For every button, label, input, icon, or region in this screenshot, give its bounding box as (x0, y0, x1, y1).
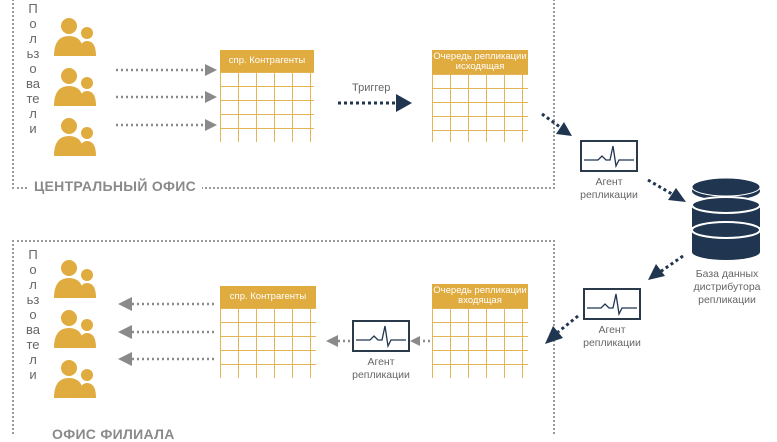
branch-agent-label-line1: Агент (367, 356, 395, 368)
central-contractors-table-grid (220, 72, 314, 142)
arrow-icon (205, 119, 217, 131)
database-label-line3: репликации (698, 294, 756, 306)
incoming-queue-title-line2: входящая (458, 295, 502, 306)
branch-users-label: Пользователи (26, 247, 40, 382)
user-group-icon (54, 310, 96, 348)
arrow-icon (668, 188, 686, 202)
incoming-queue-table-grid (432, 308, 528, 378)
arrow-icon (648, 264, 665, 280)
arrow-icon (545, 326, 563, 344)
arrow-icon (118, 297, 132, 311)
right-agent-label-line2: репликации (583, 337, 641, 349)
top-agent-label-line2: репликации (580, 189, 638, 201)
central-contractors-table-header: спр. Контрагенты (220, 50, 314, 72)
outgoing-queue-table-grid (432, 74, 528, 142)
user-group-icon (54, 68, 96, 106)
outgoing-queue-title-line1: Очередь репликации (433, 51, 527, 62)
arrow-icon (396, 94, 412, 112)
right-agent-label-line1: Агент (598, 324, 626, 336)
arrow-icon (118, 352, 132, 366)
user-group-icon (54, 360, 96, 398)
arrow-icon (410, 336, 420, 346)
outgoing-queue-title-line2: исходящая (455, 61, 505, 72)
outgoing-queue-table-header: Очередь репликации исходящая (432, 50, 528, 74)
database-label-line1: База данных (695, 268, 759, 280)
trigger-label: Триггер (352, 82, 391, 94)
database-icon (691, 177, 761, 260)
arrow-icon (556, 122, 572, 136)
user-group-icon (54, 18, 96, 56)
database-label-line2: дистрибутора (693, 281, 761, 293)
branch-contractors-table-grid (220, 308, 316, 378)
user-group-icon (54, 260, 96, 298)
arrow-icon (205, 91, 217, 103)
ecg-monitor-icon (580, 140, 638, 172)
ecg-monitor-icon (352, 320, 410, 352)
branch-agent-label-line2: репликации (352, 369, 410, 381)
incoming-queue-title-line1: Очередь репликации (433, 285, 527, 296)
database-label: База данных дистрибутора репликации (680, 268, 774, 307)
arrow-icon (118, 325, 132, 339)
top-agent-label: Агент репликации (569, 176, 649, 202)
user-group-icon (54, 118, 96, 156)
central-office-frame (12, 0, 555, 189)
right-agent-label: Агент репликации (572, 324, 652, 350)
arrow-icon (205, 64, 217, 76)
top-agent-label-line1: Агент (595, 176, 623, 188)
branch-agent-label: Агент репликации (341, 356, 421, 382)
branch-contractors-table-header: спр. Контрагенты (220, 286, 316, 308)
central-users-label: Пользователи (26, 1, 40, 136)
central-office-title: ЦЕНТРАЛЬНЫЙ ОФИС (28, 178, 203, 194)
incoming-queue-table-header: Очередь репликации входящая (432, 284, 528, 308)
arrow-icon (326, 335, 338, 347)
ecg-monitor-icon (583, 288, 641, 320)
